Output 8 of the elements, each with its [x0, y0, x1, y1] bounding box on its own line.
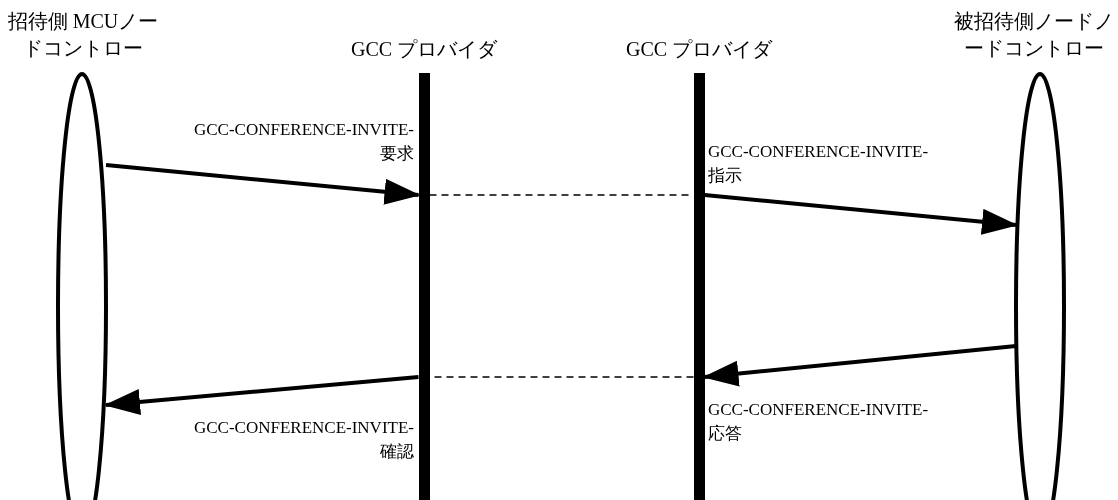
participant-label: GCC プロバイダ: [624, 37, 774, 62]
participant-label: 招待側 MCUノードコントロー: [6, 9, 160, 61]
arrow: [702, 344, 1017, 387]
arrow: [105, 163, 421, 205]
arrow: [104, 375, 419, 415]
participant-label: GCC プロバイダ: [349, 37, 499, 62]
arrow: [704, 193, 1018, 235]
participant-label: 被招待側ノードノードコントロー: [953, 9, 1115, 61]
